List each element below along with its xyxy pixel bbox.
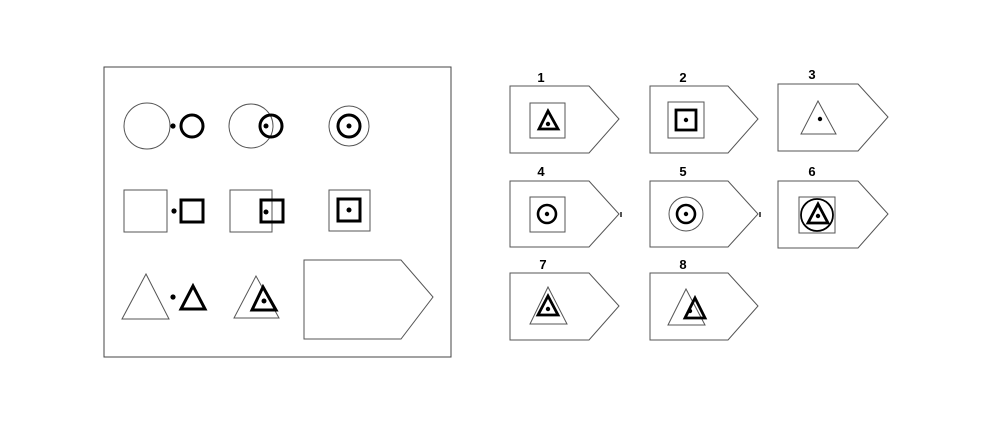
option-number: 7 xyxy=(539,257,546,272)
large-triangle-shape xyxy=(233,274,280,319)
matrix-cell-r1c3 xyxy=(328,105,370,147)
large-square-shape xyxy=(123,189,168,233)
options-panel: 1 2 3 4 xyxy=(509,67,889,341)
dot-shape xyxy=(346,123,352,129)
option-number: 8 xyxy=(679,257,686,272)
option-7[interactable]: 7 xyxy=(509,257,620,341)
dot-shape xyxy=(261,298,267,304)
dot-shape xyxy=(170,123,176,129)
large-triangle-shape xyxy=(121,272,170,320)
large-square-shape xyxy=(328,189,371,232)
option-3[interactable]: 3 xyxy=(777,67,889,152)
thin-triangle-shape xyxy=(800,99,837,135)
option-number: 2 xyxy=(679,70,686,85)
bold-triangle-shape xyxy=(178,282,208,311)
dot-shape xyxy=(683,211,689,217)
matrix-cell-r2c2 xyxy=(229,189,285,233)
bold-triangle-shape xyxy=(536,107,561,131)
bold-triangle-shape xyxy=(249,283,279,312)
matrix-cell-r1c1 xyxy=(123,102,205,150)
bold-circle-shape xyxy=(536,203,558,225)
thin-triangle-shape xyxy=(529,285,568,325)
option-number: 1 xyxy=(537,70,544,85)
bold-circle-shape xyxy=(675,203,697,225)
bold-circle-shape xyxy=(179,113,205,139)
dot-shape xyxy=(687,308,693,314)
option-1[interactable]: 1 xyxy=(509,70,620,154)
option-4[interactable]: 4 xyxy=(509,164,622,248)
dot-shape xyxy=(817,116,823,122)
thin-square-shape xyxy=(529,102,566,139)
dot-shape xyxy=(545,121,551,127)
option-number: 6 xyxy=(808,164,815,179)
dot-shape xyxy=(171,208,177,214)
matrix-frame xyxy=(103,66,452,358)
thin-square-shape xyxy=(667,101,705,139)
dot-shape xyxy=(545,306,551,312)
large-circle-shape xyxy=(123,102,171,150)
matrix-cell-r3c1 xyxy=(121,272,208,320)
large-circle-shape xyxy=(328,105,370,147)
bold-square-shape xyxy=(336,197,362,223)
option-2[interactable]: 2 xyxy=(649,70,759,154)
empty-answer-slot[interactable] xyxy=(303,259,434,340)
large-square-shape xyxy=(229,189,273,233)
bold-triangle-shape xyxy=(535,292,561,317)
bold-triangle-shape xyxy=(682,294,708,320)
thin-square-shape xyxy=(798,196,836,234)
matrix-cell-r3c3-missing[interactable] xyxy=(303,259,434,340)
thin-square-shape xyxy=(529,196,566,233)
matrix-cell-r2c1 xyxy=(123,189,205,233)
bold-triangle-shape xyxy=(805,200,831,225)
thin-circle-shape xyxy=(668,196,704,232)
dot-shape xyxy=(346,207,352,213)
option-card[interactable] xyxy=(649,180,759,248)
option-5[interactable]: 5 xyxy=(649,164,761,248)
dot-shape xyxy=(815,213,821,219)
matrix-cell-r1c2 xyxy=(228,103,284,149)
dot-shape xyxy=(544,211,550,217)
option-number: 5 xyxy=(679,164,686,179)
large-circle-shape xyxy=(228,103,274,149)
dot-shape xyxy=(170,294,176,300)
thin-triangle-shape xyxy=(667,287,706,326)
option-card[interactable] xyxy=(777,83,889,152)
option-number: 4 xyxy=(537,164,545,179)
bold-circle-shape xyxy=(258,113,284,139)
dot-shape xyxy=(683,117,689,123)
matrix-panel xyxy=(103,66,452,358)
bold-square-shape xyxy=(674,108,698,132)
bold-square-shape xyxy=(179,198,205,224)
option-8[interactable]: 8 xyxy=(649,257,759,341)
bold-circle-shape xyxy=(336,113,362,139)
card-tick-mark xyxy=(759,212,761,217)
option-card[interactable] xyxy=(649,272,759,341)
dot-shape xyxy=(263,123,269,129)
matrix-cell-r2c3 xyxy=(328,189,371,232)
card-tick-mark xyxy=(620,212,622,217)
dot-shape xyxy=(263,209,269,215)
bold-square-shape xyxy=(259,198,285,224)
circle-shape xyxy=(800,198,834,232)
option-card[interactable] xyxy=(509,272,620,341)
option-6[interactable]: 6 xyxy=(777,164,889,249)
matrix-cell-r3c2 xyxy=(233,274,280,319)
option-number: 3 xyxy=(808,67,815,82)
